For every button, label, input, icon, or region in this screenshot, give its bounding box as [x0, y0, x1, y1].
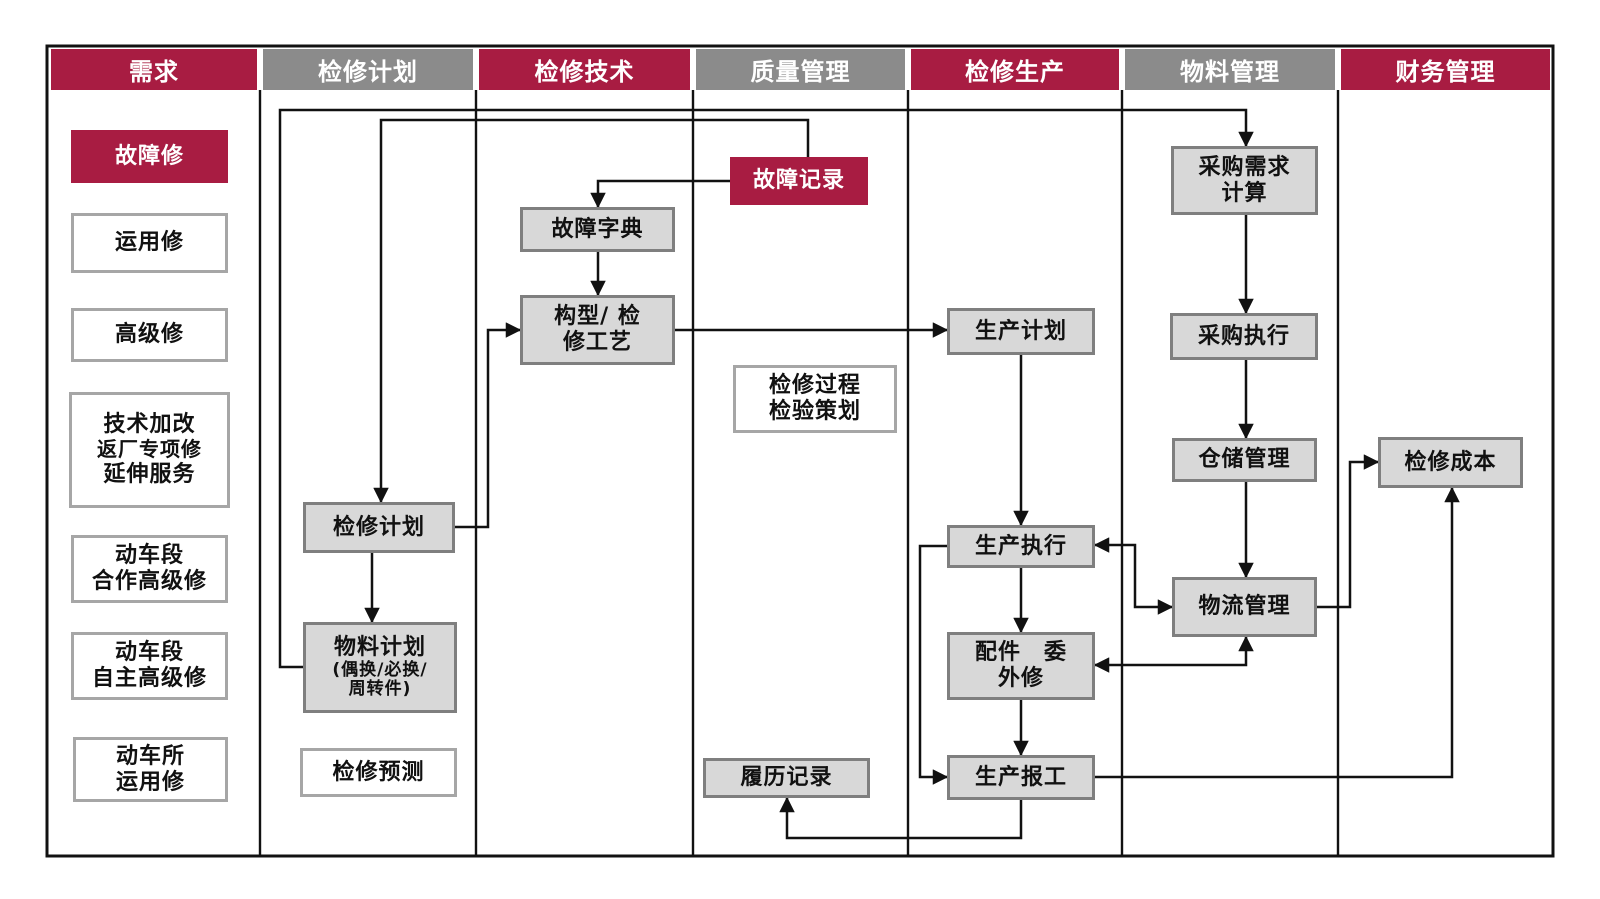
node-warehouse-management-label: 仓储管理: [1198, 447, 1291, 473]
node-production-execution-label: 生产执行: [974, 533, 1067, 559]
node-purchase-execution: 采购执行: [1170, 313, 1318, 360]
node-tech-modification-line1: 技术加改: [103, 412, 196, 438]
connector-production-execution-logistics-bidirectional: [1093, 537, 1174, 615]
node-config-process-line1: 构型/ 检: [554, 304, 641, 330]
node-inspection-planning: 检修过程 检验策划: [733, 365, 897, 433]
lane-header-finance-management: 财务管理: [1341, 49, 1550, 90]
node-advanced-repair-label: 高级修: [114, 322, 184, 348]
node-logistics-management-label: 物流管理: [1198, 594, 1291, 620]
node-maintenance-cost: 检修成本: [1378, 437, 1523, 488]
node-maintenance-cost-label: 检修成本: [1404, 449, 1497, 475]
node-history-record-label: 履历记录: [740, 765, 833, 791]
node-tech-modification-line2: 返厂专项修: [97, 437, 202, 462]
lane-header-finance-management-label: 财务管理: [1395, 58, 1496, 86]
lane-header-demand: 需求: [51, 49, 257, 90]
node-maintenance-forecast-label: 检修预测: [332, 759, 425, 785]
lane-header-quality-management: 质量管理: [696, 49, 905, 90]
node-purchase-req-line2: 计算: [1221, 180, 1268, 206]
node-depot-self-advanced-repair: 动车段 自主高级修: [71, 632, 228, 700]
node-fault-dictionary-label: 故障字典: [551, 216, 644, 242]
diagram-border: [45, 44, 1555, 858]
node-production-plan-label: 生产计划: [974, 318, 1067, 344]
node-production-report: 生产报工: [947, 755, 1095, 800]
node-outsourced-parts-repair: 配件 委 外修: [947, 632, 1095, 700]
node-tech-modification: 技术加改 返厂专项修 延伸服务: [69, 392, 230, 508]
connector-production-report-to-history-record: [779, 796, 1023, 840]
node-depot-coop-line1: 动车段: [114, 543, 184, 569]
node-depot-coop-line2: 合作高级修: [91, 569, 207, 594]
lane-header-maintenance-plan: 检修计划: [263, 49, 473, 90]
node-outsourced-parts-line1: 配件 委: [974, 640, 1067, 666]
lane-header-maintenance-plan-label: 检修计划: [318, 58, 418, 86]
node-config-process: 构型/ 检 修工艺: [520, 295, 675, 365]
node-outsourced-parts-line2: 外修: [997, 666, 1044, 691]
node-material-plan-line3: 周转件): [348, 679, 412, 700]
node-advanced-repair: 高级修: [71, 308, 228, 362]
node-config-process-line2: 修工艺: [562, 330, 632, 355]
connector-logistics-to-maintenance-cost: [1317, 454, 1380, 609]
node-depot-op-line2: 运用修: [115, 769, 185, 795]
node-fault-record: 故障记录: [730, 157, 868, 205]
connector-production-execution-to-production-report: [918, 544, 949, 785]
lane-header-maintenance-production: 检修生产: [911, 49, 1119, 90]
connector-fault-record-to-fault-dictionary: [590, 179, 730, 209]
node-fault-repair: 故障修: [71, 130, 228, 183]
node-material-plan: 物料计划 (偶换/必换/ 周转件): [303, 622, 457, 713]
node-production-plan: 生产计划: [947, 308, 1095, 355]
connector-production-report-to-maintenance-cost: [1095, 486, 1460, 779]
node-maintenance-forecast: 检修预测: [300, 748, 457, 797]
lane-dividers: [258, 90, 1340, 856]
node-material-plan-line1: 物料计划: [333, 634, 426, 660]
node-purchase-execution-label: 采购执行: [1197, 323, 1290, 349]
node-depot-self-line2: 自主高级修: [91, 666, 207, 691]
node-depot-op-line1: 动车所: [115, 743, 185, 769]
lane-header-quality-management-label: 质量管理: [750, 58, 851, 86]
node-material-plan-line2: (偶换/必换/: [332, 659, 428, 680]
lane-header-maintenance-technology-label: 检修技术: [534, 58, 635, 86]
node-logistics-management: 物流管理: [1172, 577, 1317, 637]
node-tech-modification-line3: 延伸服务: [103, 461, 196, 487]
node-depot-coop-advanced-repair: 动车段 合作高级修: [71, 535, 228, 603]
node-warehouse-management: 仓储管理: [1172, 438, 1317, 482]
node-maintenance-plan-label: 检修计划: [332, 514, 425, 540]
node-operational-repair-label: 运用修: [114, 230, 184, 256]
node-fault-dictionary: 故障字典: [520, 207, 675, 252]
connector-fault-record-to-maintenance-plan: [373, 118, 810, 504]
node-fault-repair-label: 故障修: [114, 143, 184, 169]
node-production-report-label: 生产报工: [974, 764, 1067, 790]
node-purchase-req-line1: 采购需求: [1198, 154, 1291, 180]
connector-outsourced-parts-logistics-bidirectional: [1093, 635, 1254, 673]
node-maintenance-plan: 检修计划: [303, 502, 455, 553]
lane-header-material-management-label: 物料管理: [1180, 58, 1280, 86]
node-purchase-requirement-calculation: 采购需求 计算: [1171, 146, 1318, 215]
node-depot-operational-repair: 动车所 运用修: [73, 737, 228, 802]
connector-material-plan-to-purchase-requirement: [278, 108, 1254, 669]
node-inspection-planning-line1: 检修过程: [768, 373, 861, 399]
node-operational-repair: 运用修: [71, 213, 228, 273]
node-fault-record-label: 故障记录: [752, 168, 845, 194]
lane-header-material-management: 物料管理: [1125, 49, 1335, 90]
lane-header-maintenance-technology: 检修技术: [479, 49, 690, 90]
node-production-execution: 生产执行: [947, 525, 1095, 568]
lane-header-maintenance-production-label: 检修生产: [965, 58, 1065, 86]
node-history-record: 履历记录: [703, 758, 870, 798]
lane-header-demand-label: 需求: [129, 58, 179, 86]
node-inspection-planning-line2: 检验策划: [768, 399, 861, 424]
node-depot-self-line1: 动车段: [114, 640, 184, 666]
connector-maintenance-plan-to-config-process: [455, 322, 522, 529]
